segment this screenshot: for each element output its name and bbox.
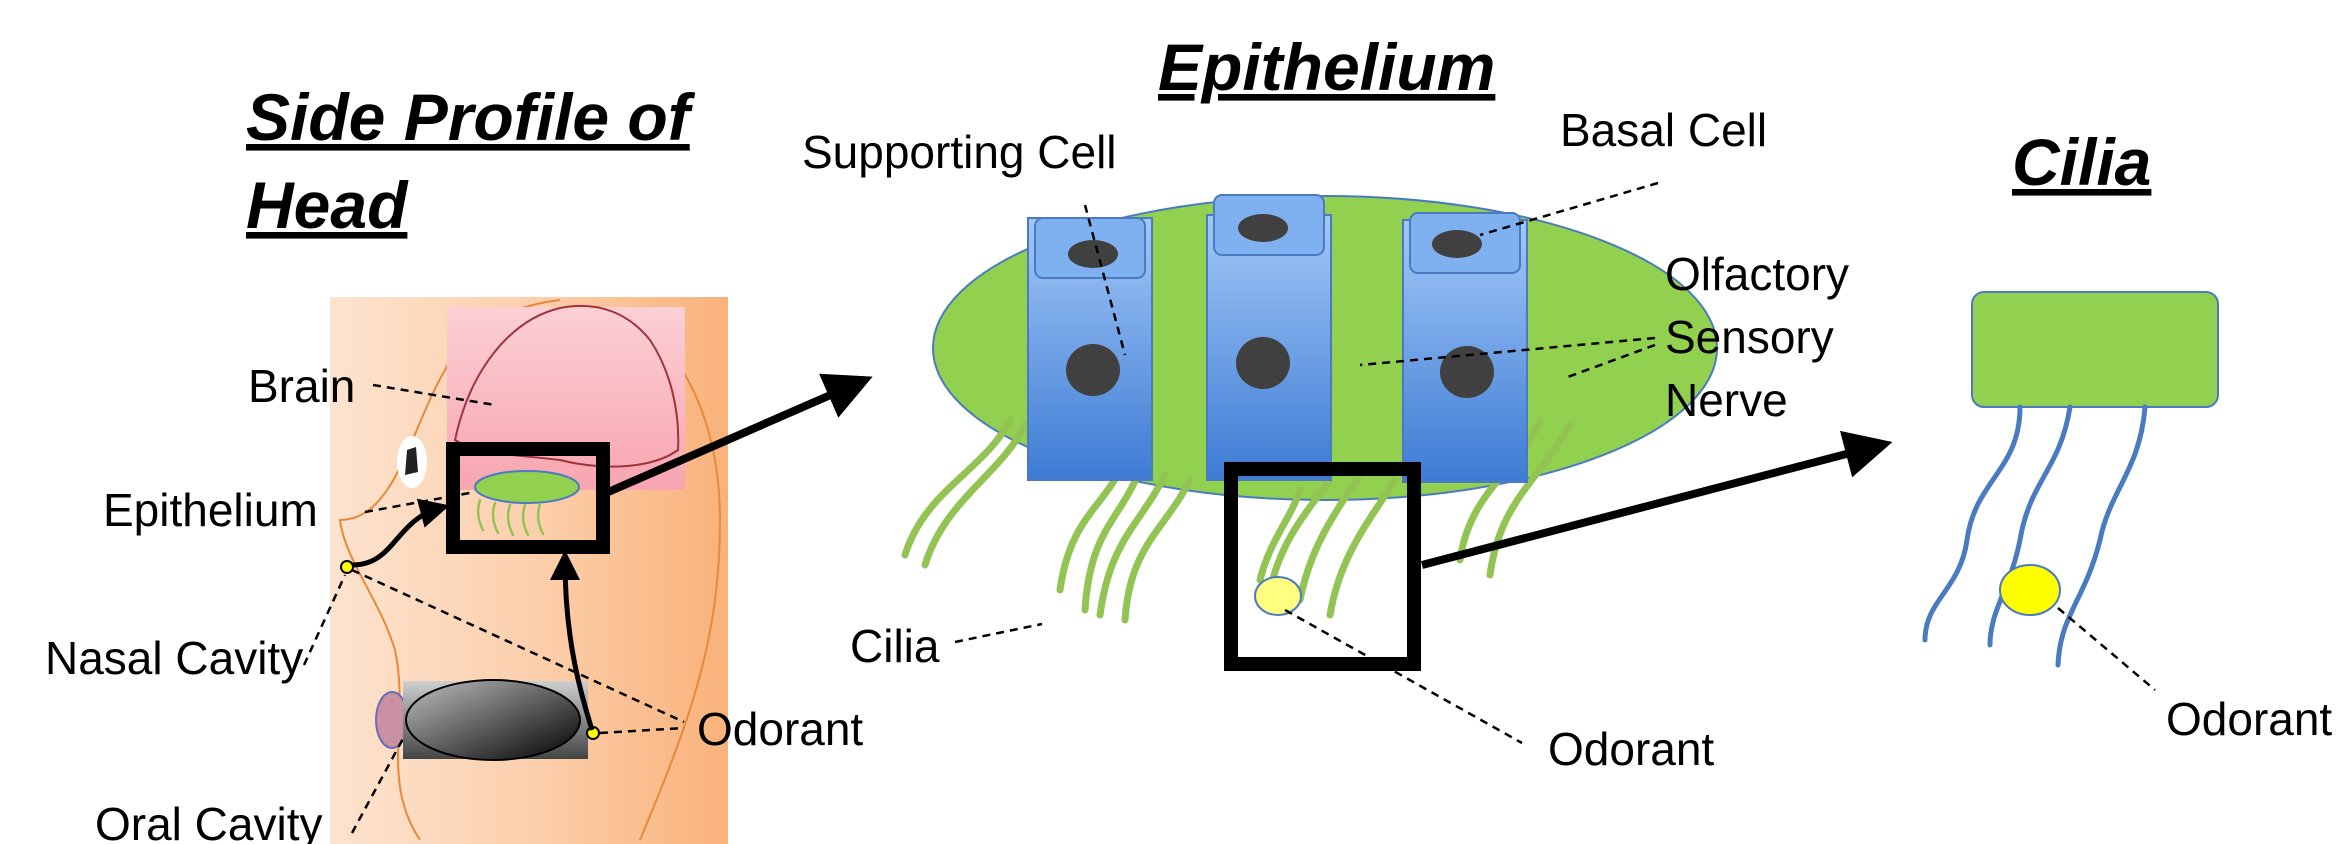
epithelium-odorant — [1255, 577, 1301, 615]
label-epithelium-head: Epithelium — [103, 484, 318, 536]
supporting-cell-left — [1028, 218, 1152, 480]
cilia-odorant — [2000, 565, 2060, 615]
odorant-nasal — [341, 561, 353, 573]
cilia-panel: Cilia Odorant — [1925, 125, 2332, 745]
label-odorant-cilia: Odorant — [2166, 693, 2332, 745]
cilia-title: Cilia — [2012, 125, 2151, 199]
epithelium-panel: Epithelium — [802, 30, 1877, 775]
label-olfactory-1: Olfactory — [1665, 248, 1849, 300]
eye — [397, 436, 427, 488]
side-profile-title-line1: Side Profile of — [246, 80, 696, 154]
supporting-cell-right — [1403, 213, 1527, 482]
leader-basal-cell — [1480, 183, 1658, 235]
label-cilia-epithelium: Cilia — [850, 620, 940, 672]
label-oral-cavity: Oral Cavity — [95, 798, 322, 844]
label-nasal-cavity: Nasal Cavity — [45, 632, 303, 684]
cilia-strands — [1925, 407, 2145, 665]
label-brain: Brain — [248, 360, 355, 412]
label-olfactory-2: Sensory — [1665, 311, 1834, 363]
label-olfactory-3: Nerve — [1665, 374, 1788, 426]
leader-odorant-epithelium — [1285, 610, 1522, 743]
label-odorant-head: Odorant — [697, 703, 863, 755]
label-odorant-epithelium: Odorant — [1548, 723, 1714, 775]
sensory-cell-middle — [1207, 195, 1331, 480]
cilia-cell-body — [1972, 292, 2218, 407]
oral-cavity — [376, 680, 588, 760]
label-basal-cell: Basal Cell — [1560, 104, 1767, 156]
side-profile-panel: Side Profile of Head — [45, 80, 863, 844]
leader-odorant-cilia — [2058, 608, 2155, 690]
label-supporting-cell: Supporting Cell — [802, 126, 1117, 178]
side-profile-title-line2: Head — [246, 168, 409, 242]
epithelium-title: Epithelium — [1158, 30, 1495, 104]
leader-cilia-epithelium — [955, 624, 1042, 642]
